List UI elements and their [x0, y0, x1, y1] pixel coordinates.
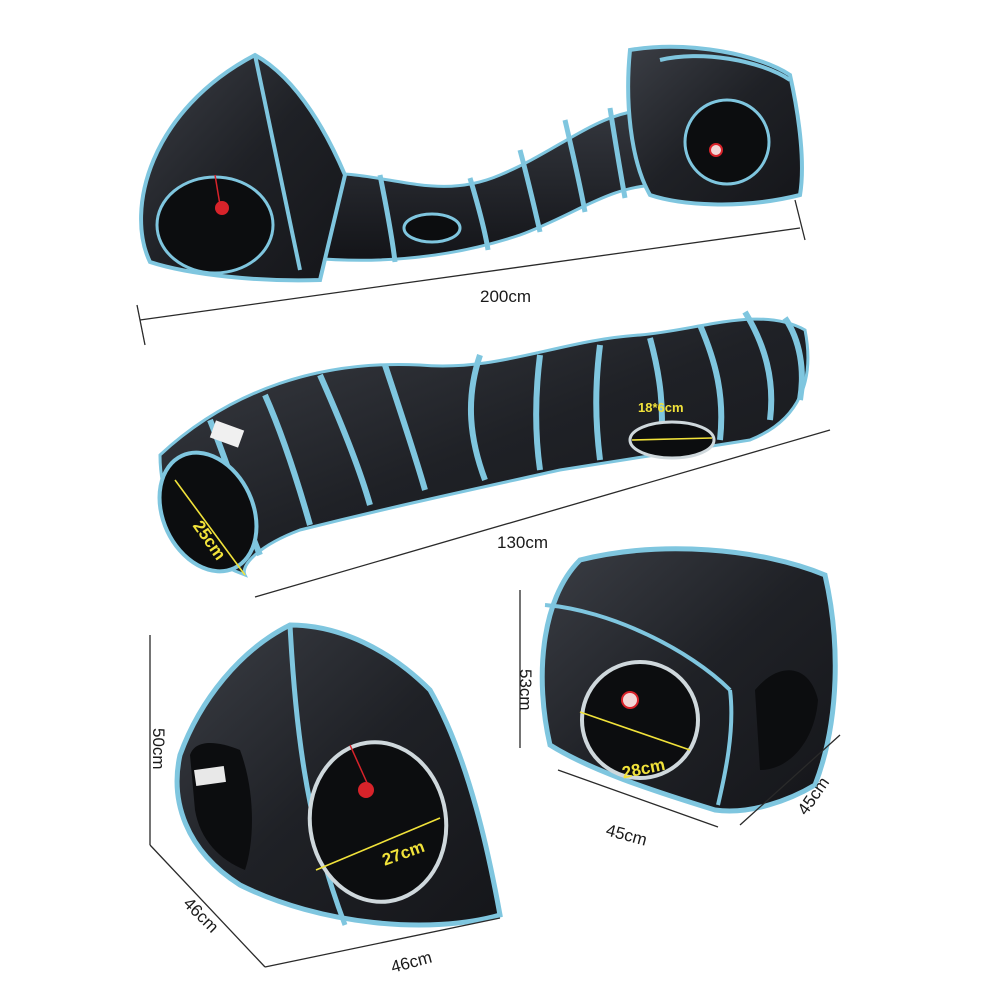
top-tunnel	[298, 108, 662, 262]
full-set-product	[139, 44, 804, 283]
top-tunnel-rings	[377, 107, 628, 263]
top-tunnel-peephole	[402, 212, 462, 244]
tent-width-label: 46cm	[389, 948, 434, 977]
length-label-130cm: 130cm	[497, 533, 548, 552]
peephole-size-label: 18*6cm	[638, 400, 684, 415]
cube-product: 28cm	[539, 546, 838, 814]
top-cube-entrance	[683, 98, 771, 186]
cube-side-entrance	[755, 670, 818, 770]
dimension-130cm: 130cm	[254, 429, 831, 598]
length-label-200cm: 200cm	[480, 287, 531, 306]
tent-toy-ball	[358, 782, 374, 798]
dimension-200cm: 200cm	[136, 199, 806, 346]
s-tunnel-tag	[209, 420, 245, 448]
cube-toy-ball	[621, 691, 639, 709]
top-tent-entrance	[155, 175, 275, 275]
tent-front-entrance	[307, 740, 449, 904]
tent-tag	[194, 765, 226, 787]
cube-height-label: 53cm	[516, 669, 535, 711]
cube-width-label: 45cm	[604, 821, 649, 850]
s-tunnel-opening	[157, 450, 259, 574]
top-tent-toy-ball	[215, 201, 229, 215]
top-cube-toy-ball	[709, 143, 723, 157]
tent-height-label: 50cm	[149, 728, 168, 770]
s-tunnel-peephole	[628, 420, 716, 460]
tent-product: 27cm	[174, 622, 503, 928]
cube-front-entrance	[580, 660, 700, 780]
s-tunnel-product: 18*6cm 25cm	[157, 310, 810, 578]
